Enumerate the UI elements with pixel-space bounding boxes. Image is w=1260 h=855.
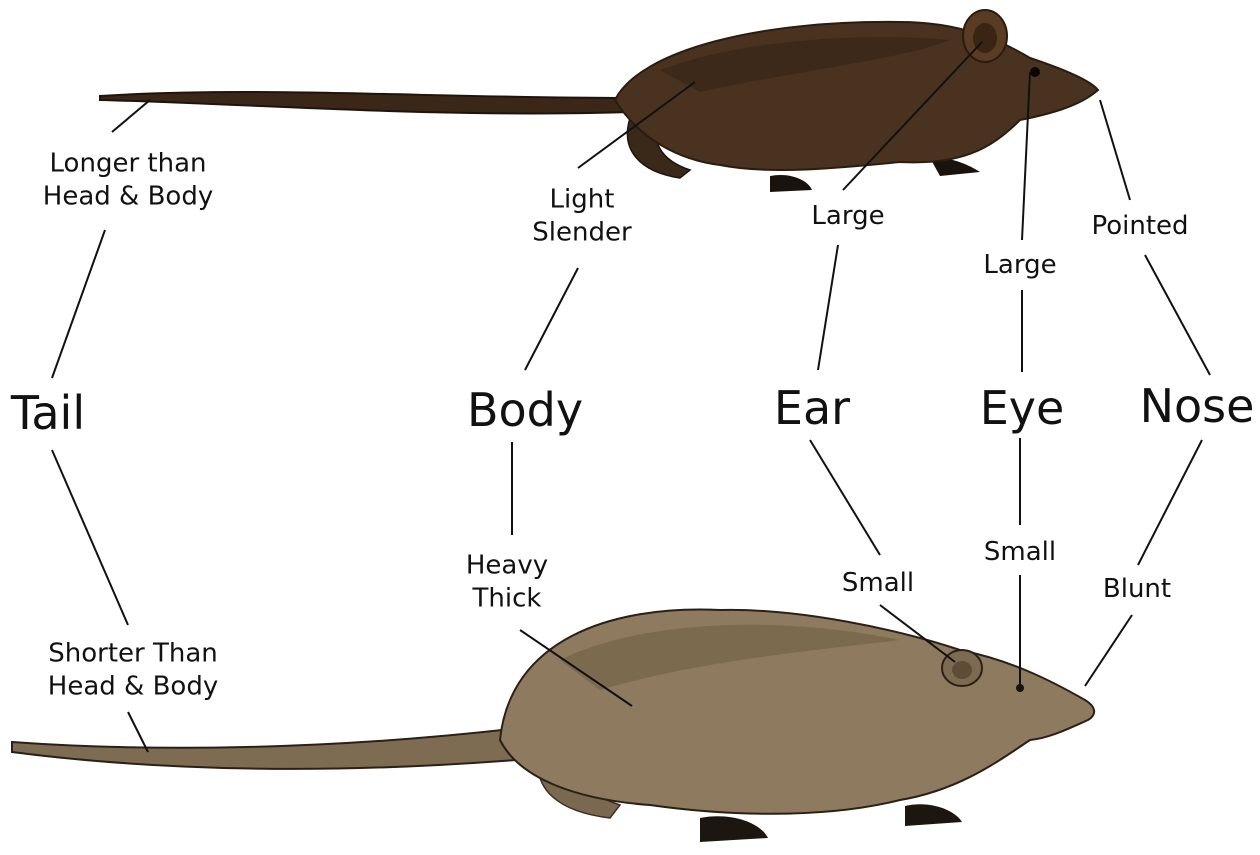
connector-nose-bottom-to-label	[1138, 440, 1202, 565]
top-tail-trait-label: Longer than Head & Body	[43, 148, 213, 213]
connector-tail-top-to-rat	[112, 100, 150, 132]
part-label-eye: Eye	[980, 385, 1065, 431]
bottom-rat-tail	[12, 728, 540, 769]
part-label-tail: Tail	[11, 390, 85, 436]
bottom-rat-ear-inner	[952, 661, 972, 679]
top-rat-tail	[100, 92, 632, 113]
connector-tail-top-to-label	[52, 230, 105, 378]
top-rat-eye	[1030, 67, 1040, 77]
connector-nose-bottom-to-rat	[1085, 615, 1132, 686]
connector-ear-bottom-to-label	[810, 440, 880, 555]
bottom-eye-trait-label: Small	[984, 536, 1056, 569]
top-rat-illustration	[100, 10, 1098, 192]
bottom-body-trait-label: Heavy Thick	[466, 550, 548, 615]
top-ear-trait-label: Large	[811, 200, 884, 233]
connector-tail-bottom-to-label	[52, 450, 128, 625]
part-label-nose: Nose	[1140, 383, 1255, 429]
bottom-nose-trait-label: Blunt	[1103, 573, 1171, 606]
connector-tail-bottom-to-rat	[128, 712, 148, 752]
bottom-rat-front-foot	[905, 804, 962, 826]
top-eye-trait-label: Large	[983, 249, 1056, 282]
part-label-body: Body	[467, 387, 583, 433]
connector-ear-top-to-label	[818, 245, 838, 370]
bottom-rat-hind-foot	[700, 816, 768, 842]
top-nose-trait-label: Pointed	[1091, 210, 1188, 243]
top-rat-hind-foot	[770, 175, 812, 192]
bottom-ear-trait-label: Small	[842, 567, 914, 600]
connector-body-top-to-label	[525, 268, 578, 370]
part-label-ear: Ear	[774, 385, 850, 431]
top-body-trait-label: Light Slender	[532, 184, 631, 249]
connector-nose-top-to-label	[1145, 255, 1210, 375]
bottom-tail-trait-label: Shorter Than Head & Body	[48, 638, 218, 703]
connector-nose-top-to-rat	[1100, 100, 1130, 200]
